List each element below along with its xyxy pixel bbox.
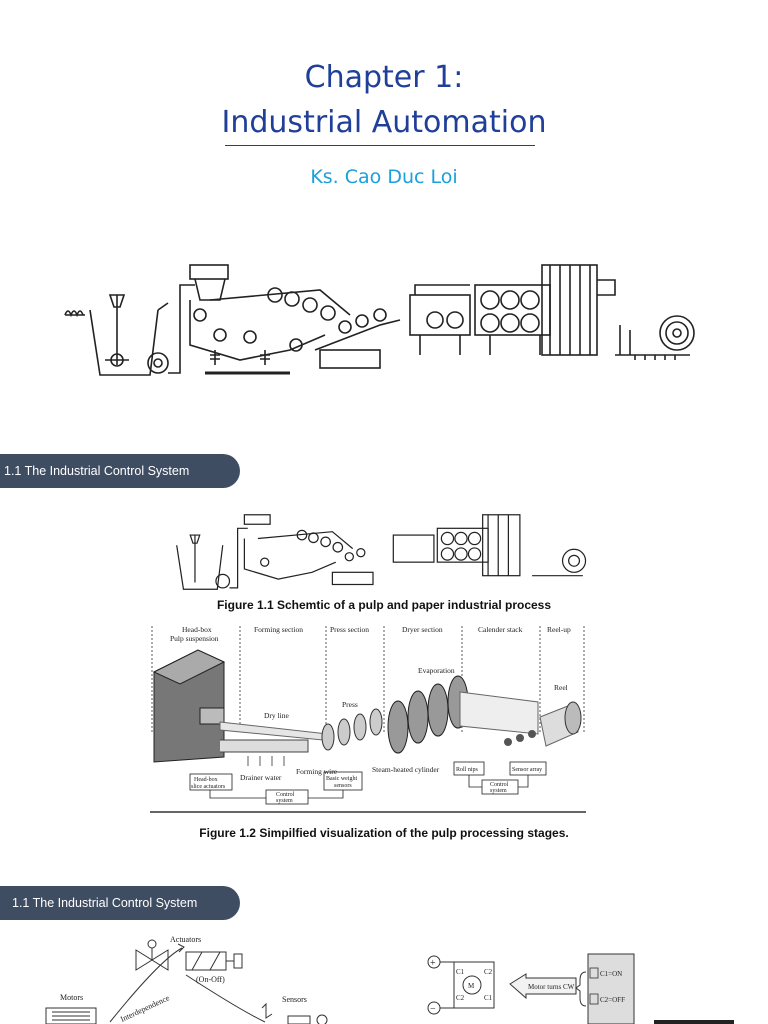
label-actuators: Actuators [170,935,201,944]
label-press-section: Press section [330,625,369,634]
label-forming: Forming section [254,625,303,634]
label-dryline: Dry line [264,711,289,720]
label-interdependence: Interdependence [119,993,171,1024]
pulp-process-illustration-large [64,264,695,376]
author-name: Ks. Cao Duc Loi [310,166,458,188]
label-headbox-act: Head-box [194,777,218,783]
label-motors: Motors [60,993,83,1002]
label-reel: Reel [554,683,568,692]
label-sensors-small: Sensors [282,995,307,1004]
section-tab: 1.1 The Industrial Control System [0,454,240,488]
label-c1b: C1 [484,994,493,1002]
label-plus: + [430,958,436,969]
figure-1-caption: Figure 1.1 Schemtic of a pulp and paper … [216,598,552,612]
label-sensor-array: Sensor array [512,767,542,773]
label-evaporation: Evaporation [418,666,455,675]
motor-relay-diagram: + − C1 C2 C2 C1 M Motor turns CW C1=ON C… [427,953,734,1024]
label-c1on: C1=ON [600,970,622,978]
label-motor-cw: Motor turns CW [528,983,575,991]
label-dryer: Dryer section [402,625,443,634]
label-steam: Steam-heated cylinder [372,765,440,774]
label-minus: − [430,1004,436,1015]
title-underline [225,145,535,146]
label-control-2: Control [490,782,509,788]
chapter-title: Chapter 1: [304,60,464,95]
label-drainer: Drainer water [240,773,282,782]
label-c1a: C1 [456,968,465,976]
label-pulp: Pulp suspension [170,634,219,643]
label-sensors: sensors [334,783,352,789]
label-press: Press [342,700,358,709]
label-c2a: C2 [456,994,465,1002]
label-forming-wire: Forming wire [296,767,338,776]
label-basic-weight: Basic weight [326,776,357,782]
pulp-stages-figure: Head-box Pulp suspension Forming section… [150,625,586,813]
label-control-1: Control [276,792,295,798]
label-slice: slice actuators [191,784,226,790]
label-motor: M [468,982,475,990]
chapter-subtitle: Industrial Automation [221,105,547,140]
figure-2-caption: Figure 1.2 Simpilfied visualization of t… [199,826,569,840]
label-calender: Calender stack [478,625,523,634]
label-system-1: system [276,798,293,804]
label-reelup: Reel-up [547,625,571,634]
label-system-2: system [490,788,507,794]
section-tab: 1.1 The Industrial Control System [0,886,240,920]
pulp-process-illustration-small [176,514,587,590]
label-c2off: C2=OFF [600,996,625,1004]
control-system-diagram: Actuators (On-Off) Motors Interdependenc… [45,935,328,1024]
label-roll-nips: Roll nips [456,767,479,773]
label-headbox: Head-box [182,625,212,634]
label-c2b: C2 [484,968,493,976]
edge-bar [654,1020,734,1024]
label-onoff: (On-Off) [196,975,225,984]
